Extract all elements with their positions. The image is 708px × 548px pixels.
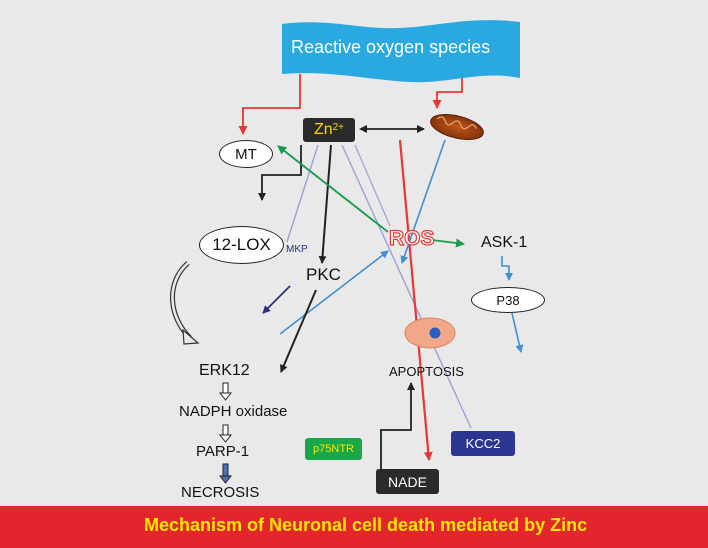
parp1-label: PARP-1 [196, 443, 250, 460]
zn-to-mkp-line [286, 144, 319, 243]
footer-bar [0, 506, 708, 548]
mkp-label: MKP [286, 244, 308, 255]
lox-label: 12-LOX [212, 235, 271, 254]
mito-to-cell-blue-arrow [400, 139, 446, 264]
p75ntr-node: p75NTR [305, 438, 362, 460]
ros-to-ask1-green-arrow [431, 238, 465, 248]
ros-banner-shape [282, 20, 520, 83]
zn-to-kcc2-line [341, 144, 472, 429]
p38-down-arrow [511, 312, 524, 353]
mkp-navy-arrow [262, 285, 291, 314]
erk-to-nadph-arrow [218, 382, 233, 401]
mt-node: MT [219, 140, 273, 168]
nade-to-apoptosis-arrow [380, 382, 415, 470]
ros-to-mt-green-arrow [277, 145, 389, 233]
p38-label: P38 [496, 292, 520, 308]
necrosis-label: NECROSIS [181, 484, 260, 501]
parp-to-necrosis-arrow [218, 463, 233, 484]
apoptosis-label: APOPTOSIS [389, 364, 464, 379]
kcc2-label: KCC2 [465, 436, 501, 451]
p75ntr-label: p75NTR [313, 443, 354, 455]
pkc-to-erk-arrow [280, 289, 317, 373]
nade-label: NADE [388, 473, 427, 490]
nade-node: NADE [376, 469, 439, 494]
pkc-label: PKC [306, 265, 341, 284]
ask1-to-p38-arrow [501, 256, 513, 281]
zinc-label: Zn [313, 121, 333, 138]
banner-to-mt-arrow [238, 74, 301, 135]
nadph-oxidase-label: NADPH oxidase [179, 403, 288, 420]
ros-banner-title: Reactive oxygen species [291, 37, 491, 57]
mitochondrion-icon [430, 113, 484, 141]
zn-to-ros-line [354, 144, 391, 227]
p38-node: P38 [471, 287, 545, 313]
footer-title: Mechanism of Neuronal cell death mediate… [144, 515, 588, 535]
zn-to-lox-arrow [258, 145, 302, 201]
erk-to-ros-blue-arrow [279, 250, 389, 335]
zinc-charge: 2+ [332, 121, 345, 133]
lox-node: 12-LOX [199, 226, 284, 264]
erk12-label: ERK12 [199, 362, 250, 379]
ask1-label: ASK-1 [481, 234, 528, 251]
kcc2-node: KCC2 [451, 431, 515, 456]
banner-to-mito-arrow [432, 78, 463, 109]
zn-to-pkc-arrow [318, 144, 332, 264]
ros-label: ROS [388, 227, 435, 250]
mt-label: MT [235, 145, 257, 163]
nadph-to-parp-arrow [218, 424, 233, 443]
apoptotic-cell-icon [404, 317, 456, 349]
zn-to-nade-red-arrow [398, 139, 433, 461]
